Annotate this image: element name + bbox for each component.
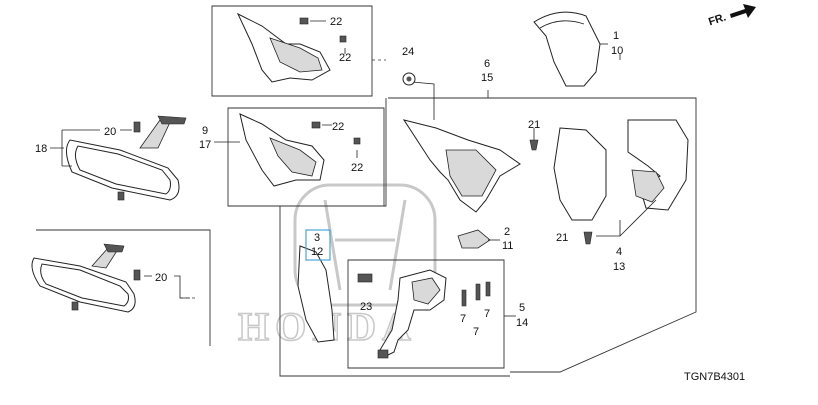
clip-22c — [311, 121, 321, 129]
callout-5: 5 — [519, 302, 525, 314]
callout-2: 2 — [504, 226, 510, 238]
mirror-cap — [533, 11, 608, 87]
callout-7c: 7 — [473, 326, 479, 338]
clip-22b — [339, 35, 347, 43]
detail-box-top — [211, 5, 386, 97]
connector-23 — [357, 273, 373, 283]
callout-3: 3 — [314, 232, 320, 244]
callout-18: 18 — [35, 143, 47, 155]
callout-23: 23 — [360, 301, 372, 313]
callouts: 1 10 6 15 24 22 22 22 22 9 17 21 21 20 2… — [35, 16, 625, 338]
rearview-mirror-upper — [50, 115, 187, 201]
callout-22a: 22 — [330, 16, 342, 28]
callout-12: 12 — [311, 246, 323, 258]
direction-arrow-icon — [730, 4, 756, 18]
bolt-21a — [529, 139, 539, 151]
detail-box-middle — [214, 107, 385, 207]
mirror-glass — [297, 245, 335, 343]
callout-14: 14 — [516, 317, 528, 329]
callout-22b: 22 — [339, 52, 351, 64]
bolt-21b — [583, 231, 593, 245]
callout-15: 15 — [481, 72, 493, 84]
callout-10: 10 — [611, 45, 623, 57]
callout-20a: 20 — [104, 126, 116, 138]
callout-22d: 22 — [351, 162, 363, 174]
callout-22c: 22 — [332, 121, 344, 133]
callout-1: 1 — [613, 30, 619, 42]
mirror-assembly-box — [279, 54, 697, 377]
callout-20b: 20 — [155, 272, 167, 284]
screw-20a — [133, 121, 141, 133]
callout-6: 6 — [484, 58, 490, 70]
screw-7a — [461, 289, 467, 307]
mirror-actuator-cover — [457, 229, 491, 249]
callout-17: 17 — [199, 139, 211, 151]
direction-label: FR. — [707, 11, 728, 28]
callout-9: 9 — [202, 125, 208, 137]
callout-7b: 7 — [484, 308, 490, 320]
detail-box-left — [31, 229, 211, 346]
screw-20b — [133, 269, 141, 281]
callout-21b: 21 — [556, 232, 568, 244]
clip-22a — [299, 17, 309, 25]
callout-13: 13 — [613, 261, 625, 273]
mirror-skull-cover — [553, 127, 607, 221]
callout-11: 11 — [502, 240, 513, 252]
callout-7a: 7 — [460, 313, 466, 325]
callout-4: 4 — [616, 246, 622, 258]
callout-24: 24 — [402, 46, 414, 58]
screw-7b — [475, 283, 481, 301]
screw-7c — [485, 281, 491, 297]
diagram-code: TGN7B4301 — [684, 371, 745, 383]
highlight-3-12 — [305, 229, 331, 261]
clip-22d — [353, 137, 361, 145]
callout-21a: 21 — [528, 119, 540, 131]
front-direction-indicator: FR. — [707, 4, 756, 28]
